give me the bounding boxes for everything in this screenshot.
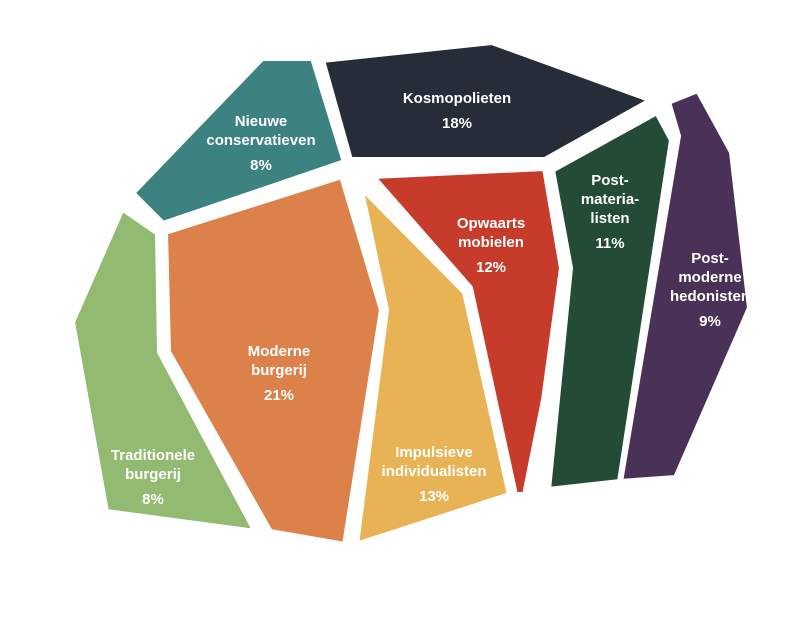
label-post-moderne-hedonisten: Post-moderne hedonisten 9%: [670, 250, 750, 330]
label-line: conservatieven: [206, 132, 315, 149]
label-traditionele-burgerij: Traditionele burgerij 8%: [111, 447, 195, 508]
label-line: burgerij: [251, 362, 307, 379]
label-line: Opwaarts: [457, 215, 525, 232]
label-moderne-burgerij: Moderne burgerij 21%: [248, 343, 311, 404]
value-label: 18%: [442, 115, 472, 132]
label-line: Nieuwe: [235, 113, 288, 130]
label-line: Moderne: [248, 343, 311, 360]
label-nieuwe-conservatieven: Nieuwe conservatieven 8%: [206, 113, 315, 174]
label-line: moderne: [678, 269, 741, 286]
segment-kosmopolieten: [319, 39, 655, 163]
segment-opwaarts-mobielen: [369, 165, 565, 498]
label-line: mobielen: [458, 234, 524, 251]
value-label: 9%: [699, 313, 721, 330]
label-line: listen: [590, 210, 629, 227]
value-label: 8%: [250, 157, 272, 174]
label-kosmopolieten: Kosmopolieten 18%: [403, 90, 511, 132]
label-line: Post-: [591, 172, 629, 189]
label-line: burgerij: [125, 466, 181, 483]
value-label: 11%: [595, 235, 624, 252]
segment-post-moderne-hedonisten: [617, 87, 753, 485]
value-label: 13%: [419, 488, 449, 505]
label-line: materia-: [581, 191, 639, 208]
label-post-materialisten: Post-materia-listen 11%: [581, 172, 639, 252]
label-line: individualisten: [381, 463, 486, 480]
label-line: Kosmopolieten: [403, 90, 511, 107]
label-impulsieve-individualisten: Impulsieve individualisten 13%: [381, 444, 486, 505]
label-line: Impulsieve: [395, 444, 473, 461]
value-label: 8%: [142, 491, 164, 508]
segment-traditionele-burgerij: [69, 205, 259, 535]
label-opwaarts-mobielen: Opwaarts mobielen 12%: [457, 215, 525, 276]
segment-nieuwe-conservatieven: [129, 55, 348, 227]
label-line: Traditionele: [111, 447, 195, 464]
segment-moderne-burgerij: [162, 173, 385, 548]
segment-impulsieve-individualisten: [353, 183, 513, 548]
value-label: 21%: [264, 387, 294, 404]
value-label: 12%: [476, 259, 506, 276]
label-line: Post-: [691, 250, 729, 267]
label-line: hedonisten: [670, 288, 750, 305]
